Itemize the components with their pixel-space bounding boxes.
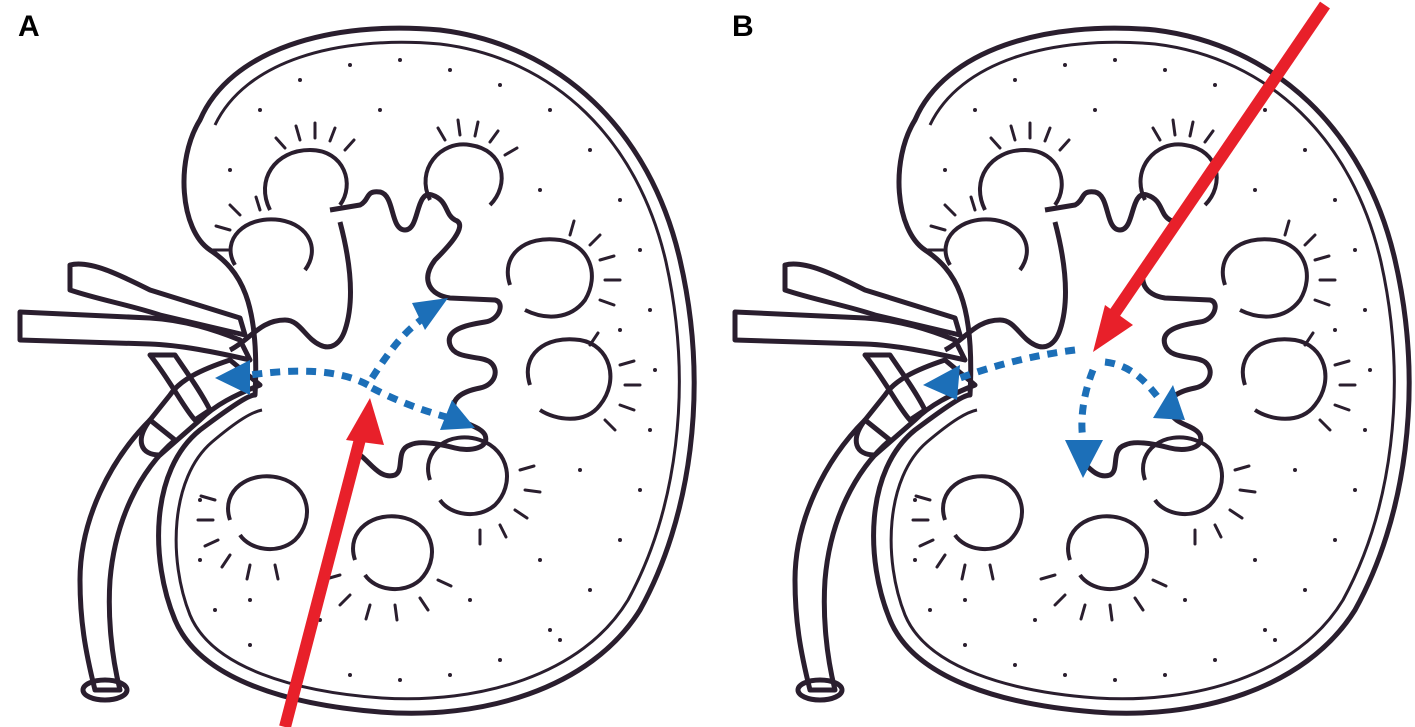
cortex-stippling [198,58,657,682]
kidney-outline [20,28,694,713]
kidney-outline [735,28,1409,713]
panel-b-kidney-diagram [715,0,1415,727]
needle-arrow-a [285,398,384,727]
dispersion-arrows [960,350,1160,440]
panel-a-kidney-diagram [0,0,700,727]
panel-label-b: B [732,10,754,44]
dispersion-arrows [250,315,450,418]
panel-label-a: A [18,10,40,44]
